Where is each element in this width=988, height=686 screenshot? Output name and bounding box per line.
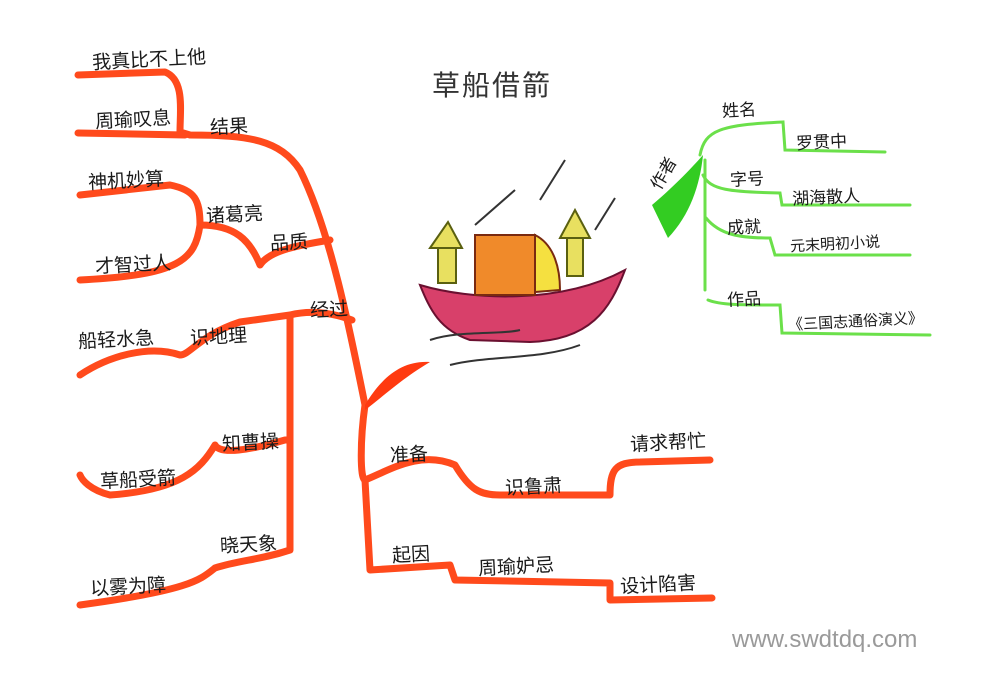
straw-man-right xyxy=(558,207,592,239)
process-detail: 草船受箭 xyxy=(99,467,177,493)
arrow-icon xyxy=(474,189,516,226)
cause-branch xyxy=(361,476,716,604)
character-child: 才智过人 xyxy=(94,252,172,278)
character-label: 品质 xyxy=(269,231,309,255)
result-branch xyxy=(74,68,369,409)
process-item: 识地理 xyxy=(189,324,248,350)
center-arrow-icon xyxy=(365,361,430,410)
character-branch xyxy=(76,181,334,284)
watermark: www.swdtdq.com xyxy=(732,626,918,653)
straw-man-left xyxy=(428,220,464,249)
process-detail: 船轻水急 xyxy=(77,327,155,353)
author-item-label: 成就 xyxy=(726,217,762,239)
author-item-value: 罗贯中 xyxy=(795,131,848,155)
author-arrow-icon xyxy=(652,155,703,238)
preparation-detail: 请求帮忙 xyxy=(629,430,707,456)
boat-hull xyxy=(418,267,627,344)
result-child: 周瑜叹息 xyxy=(94,107,172,133)
preparation-label: 准备 xyxy=(389,443,429,467)
arrow-icon xyxy=(539,159,566,201)
cause-detail: 设计陷害 xyxy=(619,572,697,598)
author-item-value: 湖海散人 xyxy=(791,186,861,210)
cause-sub: 周瑜妒忌 xyxy=(477,554,555,580)
process-branch xyxy=(76,308,356,609)
result-label: 结果 xyxy=(209,115,249,139)
preparation-sub: 识鲁肃 xyxy=(504,474,563,500)
arrow-icon xyxy=(594,197,616,231)
author-item-label: 姓名 xyxy=(721,100,757,122)
preparation-branch xyxy=(357,401,714,499)
map-title: 草船借箭 xyxy=(432,69,553,102)
author-item-label: 字号 xyxy=(729,169,765,191)
boat-illustration xyxy=(418,159,627,366)
author-branch xyxy=(698,120,932,337)
author-item-label: 作品 xyxy=(726,289,762,311)
character-child: 神机妙算 xyxy=(87,168,165,194)
process-label: 经过 xyxy=(309,298,349,322)
boat-cabin xyxy=(474,234,536,296)
process-detail: 以雾为障 xyxy=(89,574,167,600)
process-item: 知曹操 xyxy=(221,430,280,456)
cause-label: 起因 xyxy=(391,543,431,567)
character-sub: 诸葛亮 xyxy=(205,202,264,228)
process-item: 晓天象 xyxy=(219,532,278,558)
